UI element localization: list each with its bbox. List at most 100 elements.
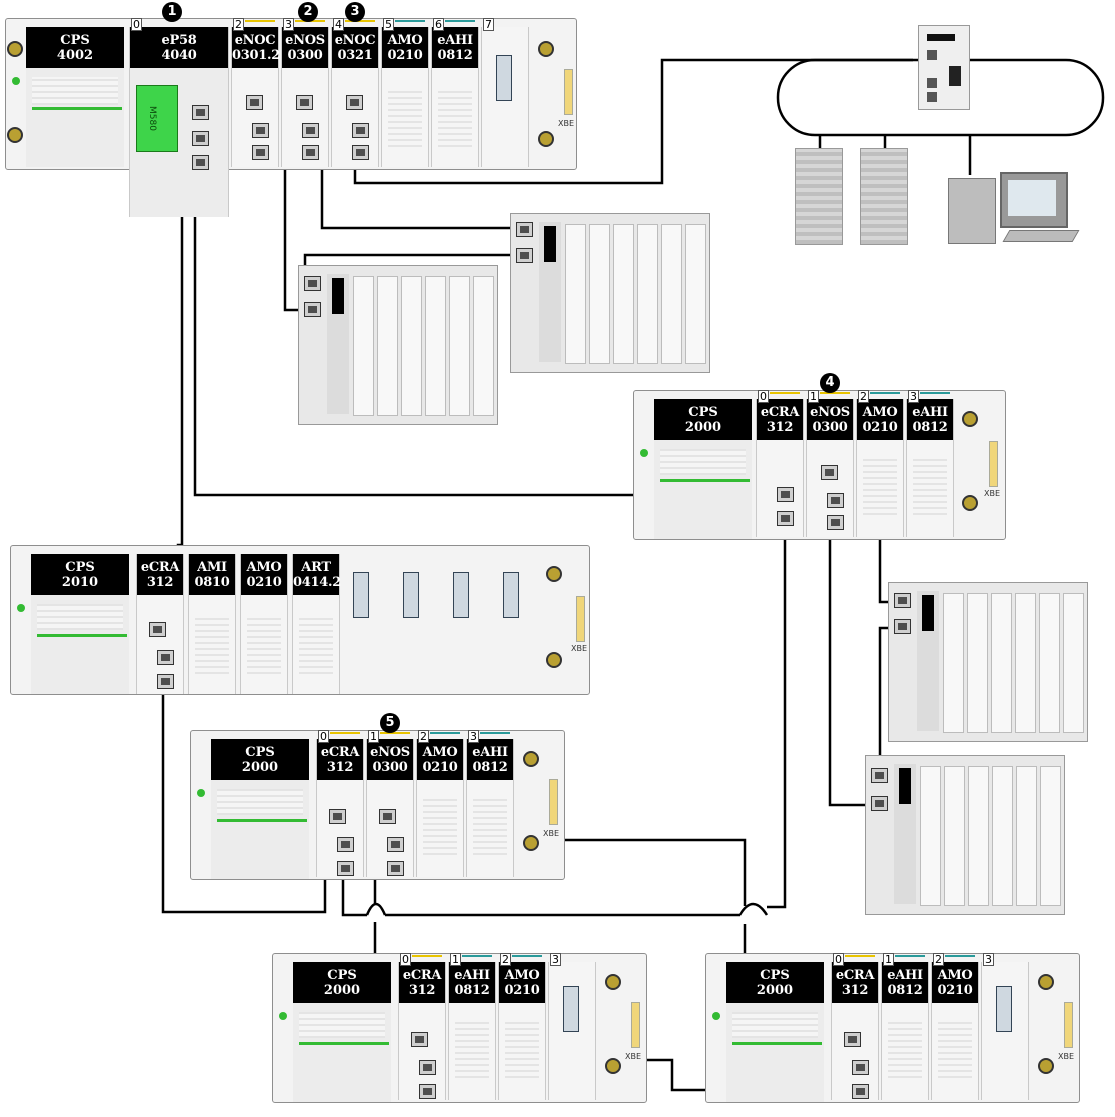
server-2	[860, 148, 908, 245]
module-port[interactable]	[337, 837, 354, 852]
cpu-port-3[interactable]	[192, 155, 209, 170]
module-port[interactable]	[157, 674, 174, 689]
module-port[interactable]	[296, 95, 313, 110]
module-port[interactable]	[387, 837, 404, 852]
cpu-port-1[interactable]	[192, 105, 209, 120]
module-port[interactable]	[411, 1032, 428, 1047]
slot-number: 5	[383, 18, 394, 31]
distributed-io-drop-2	[298, 265, 498, 425]
drop-port[interactable]	[871, 796, 888, 811]
module-port[interactable]	[844, 1032, 861, 1047]
rack4-ps: CPS 2000	[654, 399, 752, 539]
connector	[403, 572, 419, 618]
cable-cpu-r4	[193, 185, 785, 497]
module-enos-main: 3 eNOS 0300	[281, 18, 329, 167]
module-label: eNOC 0301.2	[232, 27, 280, 68]
module-port[interactable]	[352, 145, 369, 160]
module-port[interactable]	[379, 809, 396, 824]
module-port[interactable]	[352, 123, 369, 138]
module-enoc-0301: 2 eNOC 0301.2	[231, 18, 280, 167]
connector	[503, 572, 519, 618]
distributed-io-drop-1	[510, 213, 710, 373]
drop-port[interactable]	[871, 768, 888, 783]
distributed-io-drop-4	[865, 755, 1065, 915]
drop-port[interactable]	[894, 619, 911, 634]
module-port[interactable]	[346, 95, 363, 110]
callout-4: 4	[820, 373, 840, 393]
module-port[interactable]	[852, 1060, 869, 1075]
slot-number: 4	[333, 18, 344, 31]
module-port[interactable]	[149, 622, 166, 637]
drop-port[interactable]	[516, 222, 533, 237]
module-port[interactable]	[302, 123, 319, 138]
drop-port[interactable]	[894, 593, 911, 608]
module-port[interactable]	[419, 1084, 436, 1099]
module-port[interactable]	[246, 95, 263, 110]
workstation-pc-icon	[948, 172, 1080, 244]
module-port[interactable]	[252, 145, 269, 160]
module-port[interactable]	[777, 511, 794, 526]
drop-port[interactable]	[304, 276, 321, 291]
module-port[interactable]	[329, 809, 346, 824]
connector	[496, 55, 512, 101]
module-port[interactable]	[337, 861, 354, 876]
slot-number: 6	[433, 18, 444, 31]
callout-2: 2	[298, 2, 318, 22]
connector	[996, 986, 1012, 1032]
screw-icon	[7, 41, 23, 57]
module-port[interactable]	[419, 1060, 436, 1075]
module-port[interactable]	[157, 650, 174, 665]
cpu-display: M580	[136, 85, 178, 152]
module-label: AMO 0210	[382, 27, 428, 68]
main-rack: CPS 4002 0 eP58 4040 M580 2 eNOC 0301.2 …	[5, 18, 577, 217]
control-network-device	[918, 25, 970, 110]
slot-number: 0	[131, 18, 142, 31]
module-empty-main: 7	[481, 18, 529, 167]
cpu-port-2[interactable]	[192, 131, 209, 146]
module-port[interactable]	[302, 145, 319, 160]
module-port[interactable]	[777, 487, 794, 502]
module-port[interactable]	[387, 861, 404, 876]
slot-number: 7	[483, 18, 494, 31]
cable-control-network	[353, 58, 913, 185]
module-label: eNOS 0300	[282, 27, 328, 68]
drop-port[interactable]	[304, 302, 321, 317]
cable-r4-ring	[767, 520, 787, 909]
connector	[453, 572, 469, 618]
module-empty-bl: 3	[548, 953, 596, 1100]
callout-3: 3	[345, 2, 365, 22]
module-eahi-main: 6 eAHI 0812	[431, 18, 479, 167]
module-port[interactable]	[827, 515, 844, 530]
module-port[interactable]	[252, 123, 269, 138]
callout-5: 5	[380, 713, 400, 733]
drop-port[interactable]	[516, 248, 533, 263]
module-label: eP58 4040	[130, 27, 228, 68]
connector	[563, 986, 579, 1032]
connector	[353, 572, 369, 618]
distributed-io-drop-3	[888, 582, 1088, 742]
module-port[interactable]	[852, 1084, 869, 1099]
module-port[interactable]	[821, 465, 838, 480]
module-port[interactable]	[827, 493, 844, 508]
server-1	[795, 148, 843, 245]
main-ps: CPS 4002	[26, 27, 124, 167]
module-label: eAHI 0812	[432, 27, 478, 68]
cable-r4-dropB	[828, 520, 875, 807]
